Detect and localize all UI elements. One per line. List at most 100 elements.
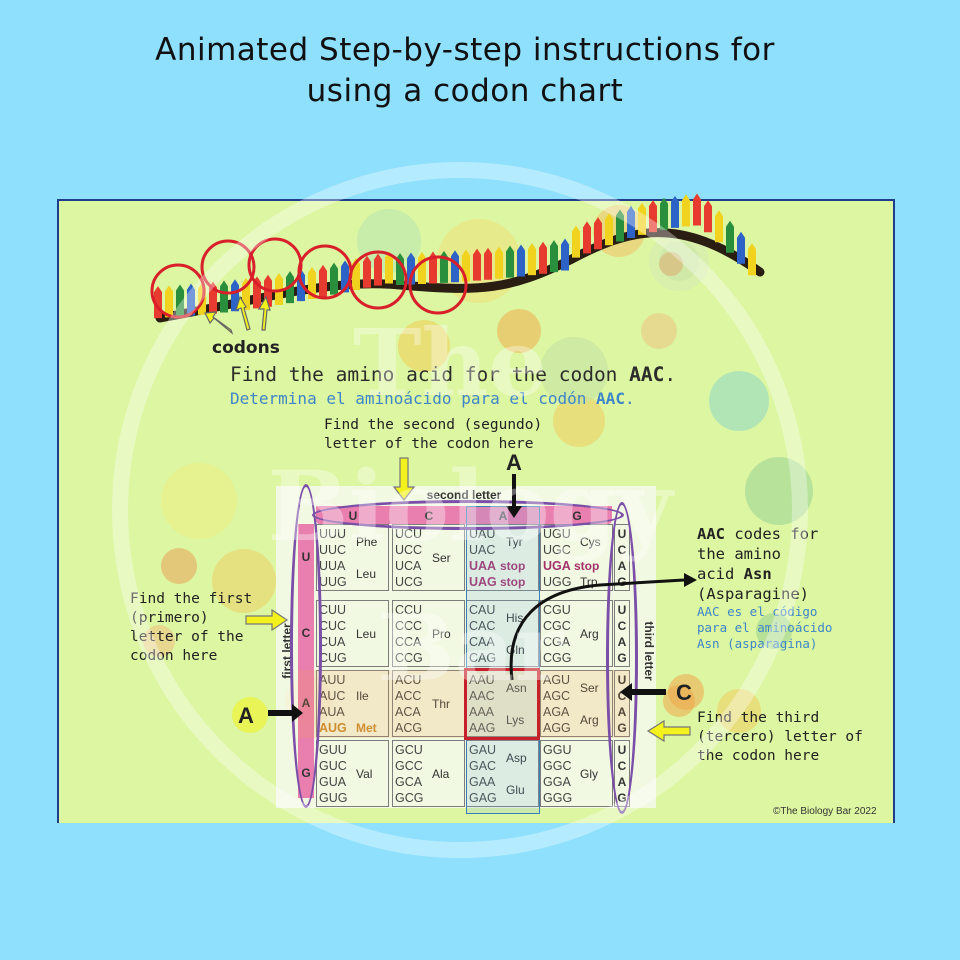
codon: UGG — [543, 575, 572, 589]
instruction-es-text: Determina el aminoácido para el codón — [230, 389, 597, 408]
codon: AGC — [543, 689, 571, 703]
codon: GGC — [543, 759, 572, 773]
amino-acid-label: Arg — [580, 627, 599, 641]
codon: CAC — [469, 619, 496, 633]
amino-acid-label: stop — [574, 559, 600, 573]
codon: UGA — [543, 559, 571, 573]
codon: GCA — [395, 775, 423, 789]
codon: GCU — [395, 743, 423, 757]
codon: GCG — [395, 791, 424, 805]
codon: UCU — [395, 527, 423, 541]
codon: CCA — [395, 635, 422, 649]
codon: GGG — [543, 791, 573, 805]
result-note-line-2: the amino — [697, 545, 781, 563]
codon: UGU — [543, 527, 571, 541]
codon: GUC — [319, 759, 347, 773]
amino-acid-label: Tyr — [506, 535, 523, 549]
codon: GAG — [469, 791, 497, 805]
result-es-line-2: para el aminoácido — [697, 620, 833, 635]
highlight-column-A — [466, 506, 540, 814]
amino-acid-label: Glu — [506, 783, 525, 797]
result-note-spanish: AAC es el código para el aminoácido Asn … — [697, 604, 832, 652]
amino-acid-label: Arg — [580, 713, 599, 727]
first-letter-note: Find the first (primero) letter of the c… — [130, 590, 252, 666]
codon: ACG — [395, 721, 423, 735]
second-letter-note-line-2: letter of the codon here — [324, 436, 534, 452]
third-letter-note-line-2: (tercero) letter of — [697, 729, 863, 745]
first-letter-note-line-1: Find the first — [130, 591, 253, 607]
instruction-es-suffix: . — [624, 389, 635, 408]
oval-first-letter — [290, 484, 322, 808]
amino-acid-label: Phe — [356, 535, 378, 549]
instruction-english: Find the amino acid for the codon AAC. — [230, 363, 676, 386]
third-letter-note: Find the third (tercero) letter of the c… — [697, 709, 863, 766]
amino-acid-label: Trp — [580, 575, 598, 589]
codon: ACA — [395, 705, 421, 719]
instruction-es-codon: AAC — [596, 389, 625, 408]
amino-acid-label: Leu — [356, 567, 377, 581]
codon: UAC — [469, 543, 496, 557]
codon: CCC — [395, 619, 423, 633]
instruction-en-suffix: . — [664, 363, 677, 386]
codon: CCU — [395, 603, 423, 617]
result-note: AAC codes for the amino acid Asn (Aspara… — [697, 524, 832, 652]
codon: UCC — [395, 543, 423, 557]
result-note-line-1: AAC codes for — [697, 524, 832, 544]
codon: GGU — [543, 743, 572, 757]
codon: UUU — [319, 527, 347, 541]
amino-acid-label: Met — [356, 721, 377, 735]
third-letter-note-line-3: the codon here — [697, 748, 820, 764]
codon: UCA — [395, 559, 422, 573]
amino-acid-label: Thr — [432, 697, 450, 711]
codon: UGC — [543, 543, 571, 557]
codon: UCG — [395, 575, 423, 589]
amino-acid-label: Gly — [580, 767, 598, 781]
codon: CAG — [469, 651, 497, 665]
first-letter-note-line-3: letter of the — [130, 629, 244, 645]
amino-acid-label: Ser — [580, 681, 599, 695]
instruction-en-text: Find the amino acid for the codon — [230, 363, 630, 386]
codon: UUC — [319, 543, 347, 557]
codon: CUC — [319, 619, 347, 633]
codon: CAU — [469, 603, 496, 617]
amino-acid-label: Asn — [506, 681, 527, 695]
second-letter-note: Find the second (segundo) letter of the … — [324, 416, 542, 454]
second-letter-note-line-1: Find the second (segundo) — [324, 417, 543, 433]
codon: GAA — [469, 775, 496, 789]
result-codon: AAC — [697, 525, 725, 543]
codon: CUU — [319, 603, 347, 617]
codon: UUG — [319, 575, 347, 589]
amino-acid-label: Ser — [432, 551, 451, 565]
codon: UAG — [469, 575, 497, 589]
codon: GCC — [395, 759, 423, 773]
highlight-box-AAC — [464, 668, 540, 740]
amino-acid-label: Leu — [356, 627, 377, 641]
oval-second-letter — [312, 500, 624, 530]
codon: AUG — [319, 721, 347, 735]
codon: AGG — [543, 721, 571, 735]
title-line-1: Animated Step-by-step instructions for — [155, 32, 775, 68]
second-letter-label: second letter — [426, 488, 502, 502]
codon: GUU — [319, 743, 347, 757]
result-es-line-3: Asn (asparagina) — [697, 636, 818, 651]
amino-acid-label: Ala — [432, 767, 450, 781]
codon: GUG — [319, 791, 348, 805]
codon: CGA — [543, 635, 571, 649]
codon: CGC — [543, 619, 571, 633]
third-letter-label: third letter — [642, 621, 656, 681]
result-note-line-3: acid Asn — [697, 564, 832, 584]
codon: CUA — [319, 635, 346, 649]
codon: ACC — [395, 689, 422, 703]
codon: ACU — [395, 673, 422, 687]
codon-block — [316, 740, 389, 807]
credit-text: ©The Biology Bar 2022 — [773, 806, 877, 817]
codon: AUU — [319, 673, 346, 687]
codon: GAC — [469, 759, 497, 773]
instruction-en-codon: AAC — [629, 363, 665, 386]
codon: AAA — [469, 705, 495, 719]
codon: UAU — [469, 527, 496, 541]
codon: AUA — [319, 705, 345, 719]
instruction-spanish: Determina el aminoácido para el codón AA… — [230, 389, 635, 408]
codon: CGU — [543, 603, 571, 617]
